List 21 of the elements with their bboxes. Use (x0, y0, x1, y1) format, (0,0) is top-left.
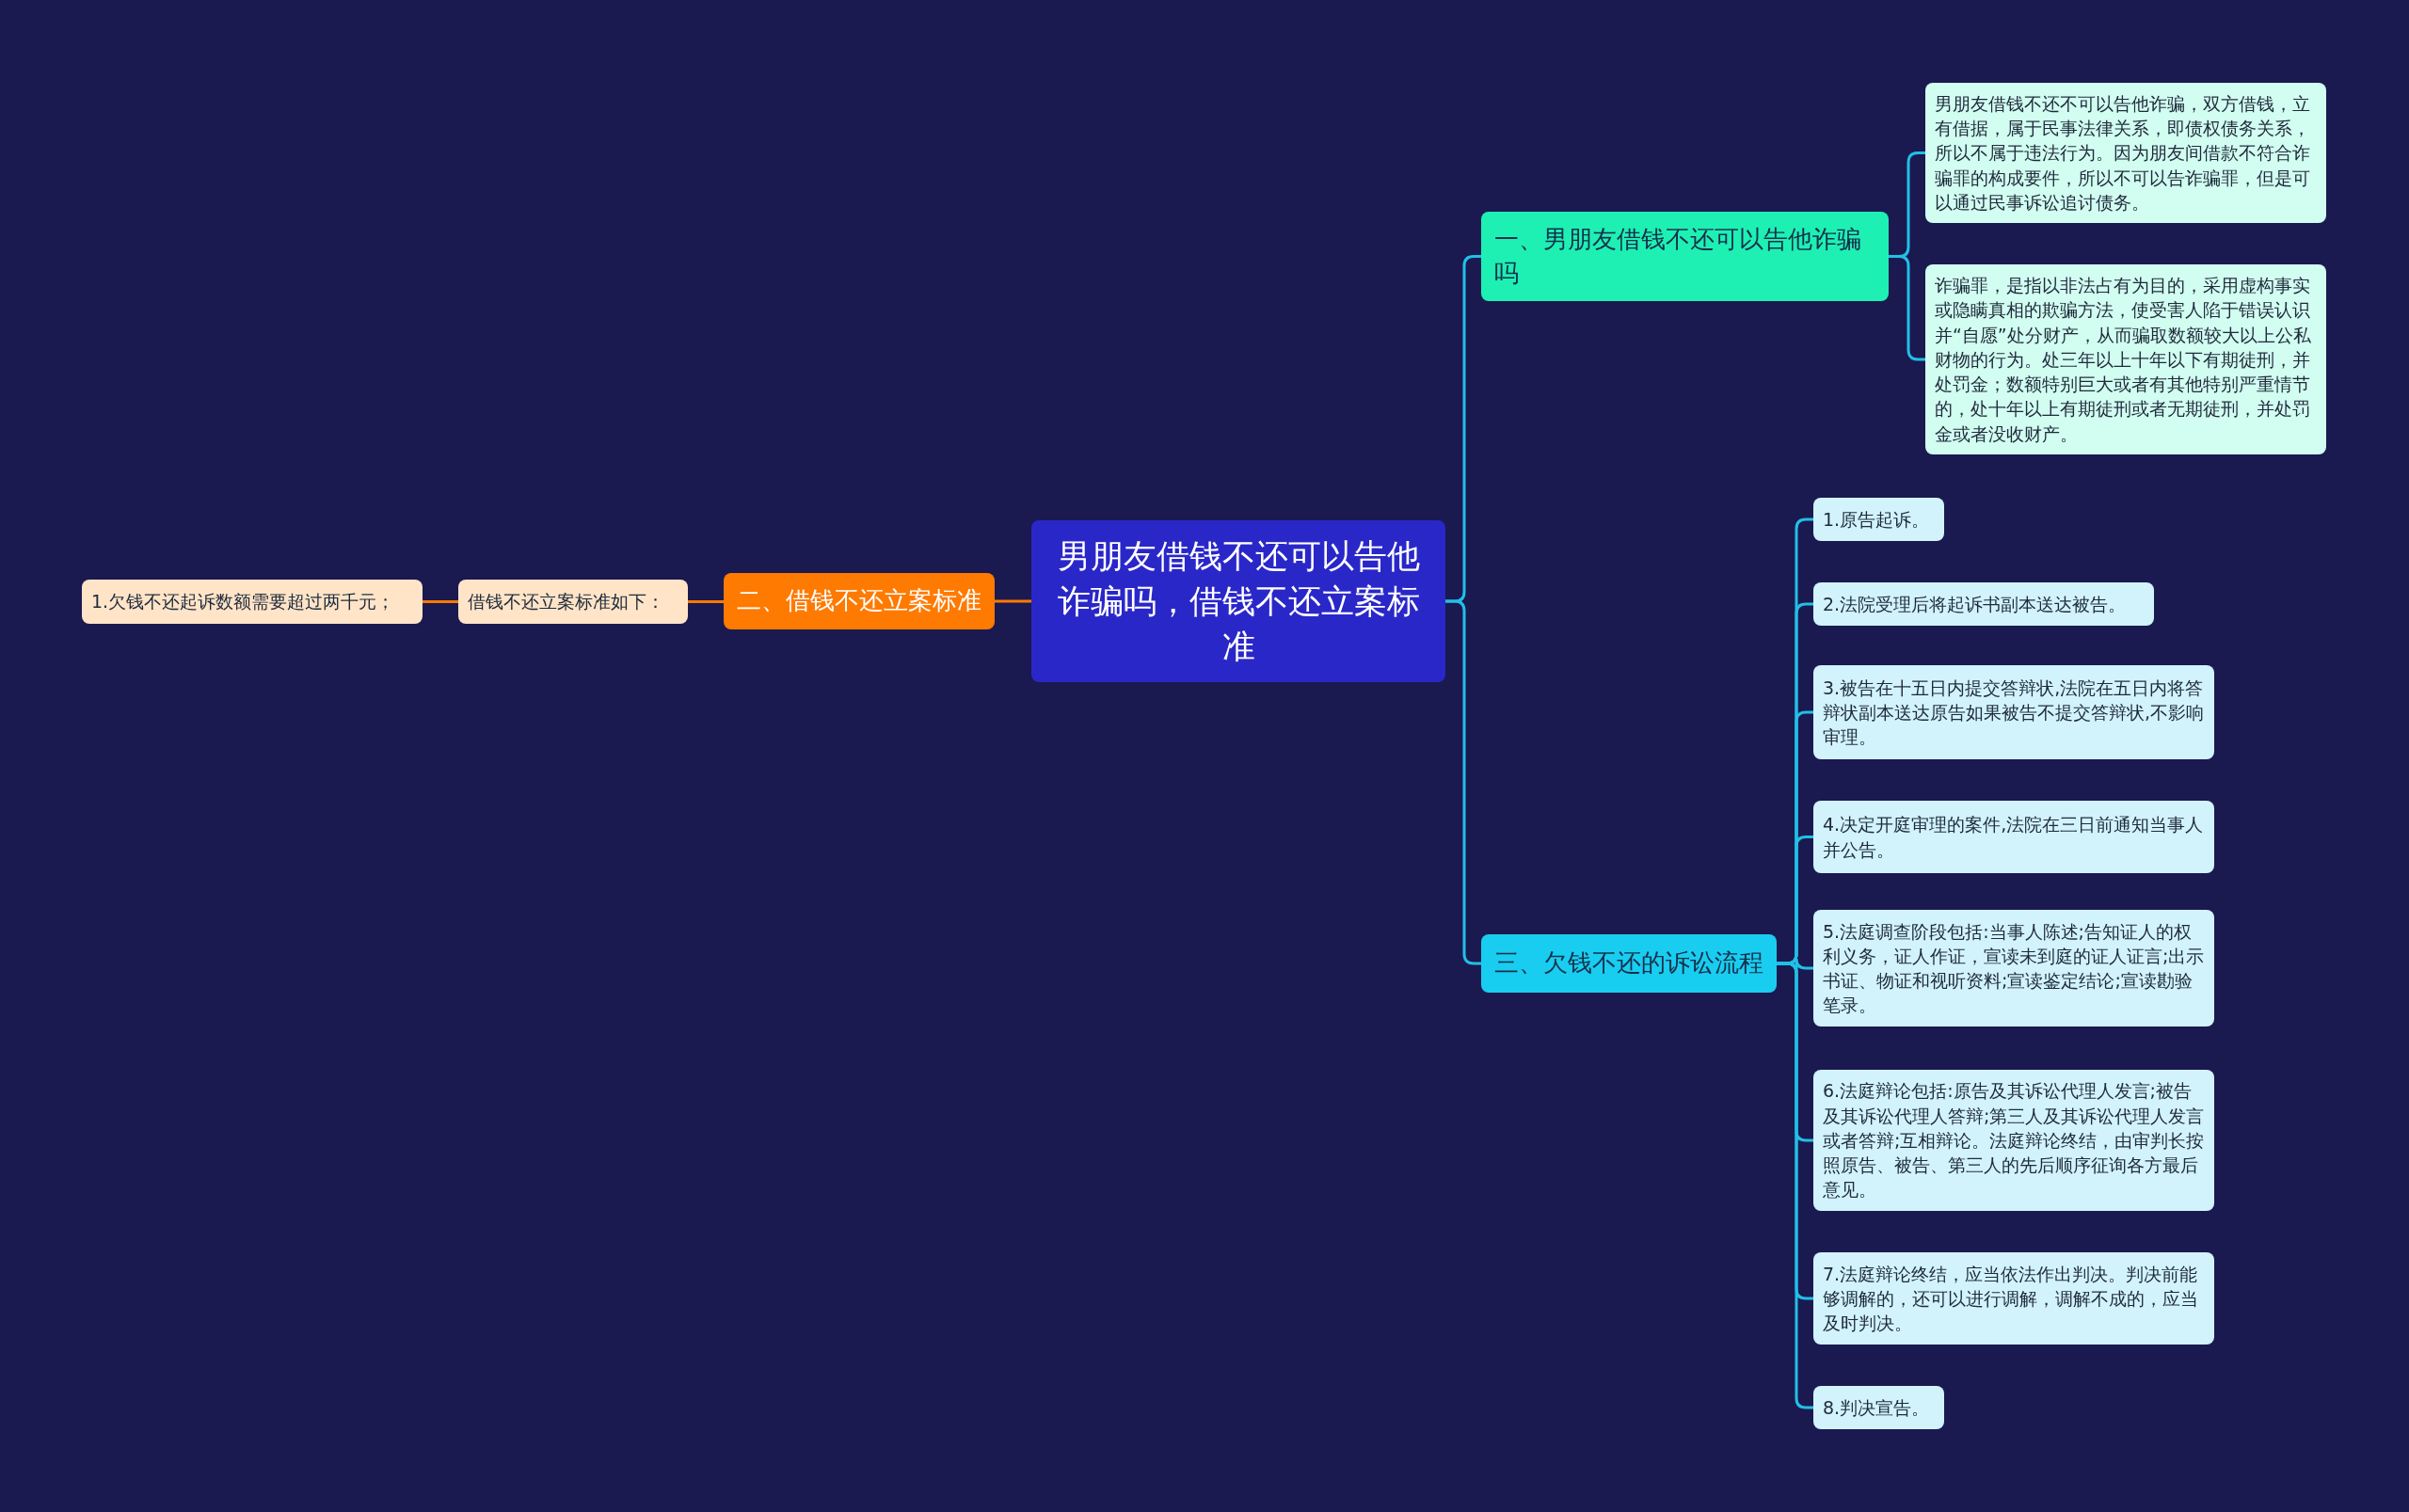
connector-line (1445, 599, 1481, 965)
connector-line (423, 600, 458, 603)
topic-box: 二、借钱不还立案标准 (724, 573, 995, 629)
note-box: 男朋友借钱不还不可以告他诈骗，双方借钱，立有借据，属于民事法律关系，即债权债务关系，所以不属于违法行为。因为朋友间借款不符合诈骗罪的构成要件，所以不可以告诈骗罪，但是可以通过民事诉讼追讨债务。 (1925, 83, 2326, 223)
connector-line (995, 599, 1031, 603)
step-box: 2.法院受理后将起诉书副本送达被告。 (1813, 582, 2154, 626)
step-box: 7.法庭辩论终结，应当依法作出判决。判决前能够调解的，还可以进行调解，调解不成的，应当及时判决。 (1813, 1252, 2214, 1345)
topic-box: 三、欠钱不还的诉讼流程 (1481, 934, 1777, 993)
note-box: 借钱不还立案标准如下： (458, 580, 688, 624)
connector-line (688, 600, 724, 603)
step-box: 8.判决宣告。 (1813, 1386, 1944, 1429)
step-box: 5.法庭调查阶段包括:当事人陈述;告知证人的权利义务，证人作证，宣读未到庭的证人证言;出示书证、物证和视听资料;宣读鉴定结论;宣读勘验笔录。 (1813, 910, 2214, 1027)
step-box: 3.被告在十五日内提交答辩状,法院在五日内将答辩状副本送达原告如果被告不提交答辩状,不影响审理。 (1813, 665, 2214, 759)
connector-line (1889, 255, 1925, 361)
note-box: 1.欠钱不还起诉数额需要超过两千元； (82, 580, 423, 624)
note-box: 诈骗罪，是指以非法占有为目的，采用虚构事实或隐瞒真相的欺骗方法，使受害人陷于错误认识并“自愿”处分财产，从而骗取数额较大以上公私财物的行为。处三年以上十年以下有期徒刑，并处罚金；数额特别巨大或者有其他特别严重情节的，处十年以上有期徒刑或者无期徒刑，并处罚金或者没收财产。 (1925, 264, 2326, 454)
topic-box: 一、男朋友借钱不还可以告他诈骗吗 (1481, 212, 1889, 301)
central-topic-box: 男朋友借钱不还可以告他诈骗吗，借钱不还立案标准 (1031, 520, 1445, 682)
step-box: 1.原告起诉。 (1813, 498, 1944, 541)
step-box: 4.决定开庭审理的案件,法院在三日前通知当事人并公告。 (1813, 801, 2214, 873)
step-box: 6.法庭辩论包括:原告及其诉讼代理人发言;被告及其诉讼代理人答辩;第三人及其诉讼代理人发言或者答辩;互相辩论。法庭辩论终结，由审判长按照原告、被告、第三人的先后顺序征询各方最后意见。 (1813, 1070, 2214, 1211)
